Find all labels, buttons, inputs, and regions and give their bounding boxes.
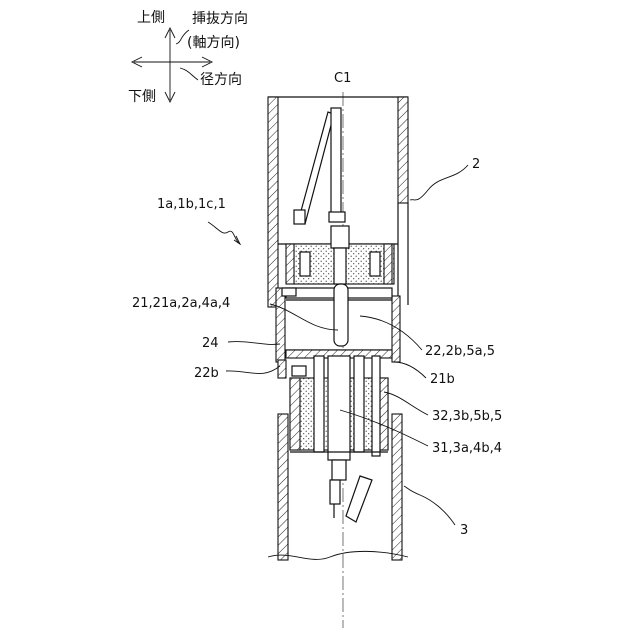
lower-body-right-wall bbox=[392, 414, 402, 560]
label-upper-body: 2 bbox=[472, 157, 480, 172]
upper-side-label: 上側 bbox=[137, 10, 165, 26]
radial-leader bbox=[180, 68, 198, 80]
leader-upper-body bbox=[410, 165, 468, 200]
leader-flange-22b bbox=[226, 366, 280, 374]
lower-lever bbox=[346, 476, 372, 522]
center-pin-lower bbox=[328, 356, 350, 460]
first-housing bbox=[276, 284, 400, 362]
radial-direction-label: 径方向 bbox=[200, 72, 242, 88]
part-labels: 2 1a,1b,1c,1 21,21a,2a,4a,4 24 22b 22,2b… bbox=[132, 157, 502, 538]
label-connector-assembly: 1a,1b,1c,1 bbox=[157, 197, 226, 212]
lower-side-label: 下側 bbox=[128, 89, 156, 105]
label-flange-22b: 22b bbox=[194, 366, 219, 381]
label-seal: 24 bbox=[202, 336, 219, 351]
lower-body-left-wall bbox=[278, 414, 288, 560]
lower-block bbox=[278, 356, 388, 522]
upper-insulator bbox=[286, 226, 394, 284]
leader-inner-22 bbox=[360, 316, 422, 350]
upper-lever bbox=[298, 112, 334, 224]
leader-seal bbox=[228, 342, 280, 345]
leader-lower-body bbox=[404, 486, 455, 525]
center-axis-label: C1 bbox=[334, 71, 351, 86]
upper-body-right-wall bbox=[398, 97, 408, 203]
upper-body-left-wall bbox=[268, 97, 278, 307]
label-part-32: 32,3b,5b,5 bbox=[432, 409, 502, 424]
center-pin-upper bbox=[334, 284, 348, 346]
label-lower-body: 3 bbox=[460, 523, 468, 538]
axial-direction-label: (軸方向) bbox=[187, 35, 240, 51]
label-part-21b: 21b bbox=[430, 372, 455, 387]
insertion-direction-label: 挿抜方向 bbox=[192, 11, 248, 27]
label-inner-22: 22,2b,5a,5 bbox=[425, 344, 495, 359]
leader-part-32 bbox=[384, 392, 428, 415]
leader-part-21b bbox=[394, 362, 426, 378]
label-first-housing: 21,21a,2a,4a,4 bbox=[132, 296, 230, 311]
direction-key: 上側 下側 挿抜方向 (軸方向) 径方向 bbox=[128, 10, 248, 105]
label-part-31: 31,3a,4b,4 bbox=[432, 441, 502, 456]
